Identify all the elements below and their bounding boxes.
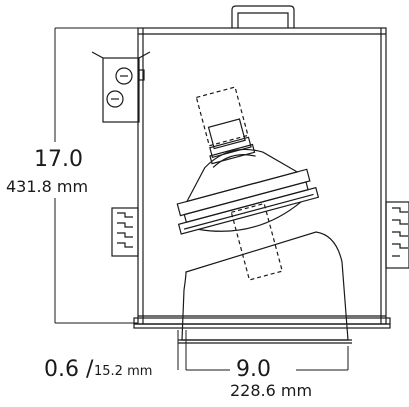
left-mounting-bracket [111,207,139,257]
trim-cone [178,231,352,344]
flange-mm-label: 15.2 mm [94,364,152,379]
height-inches-label: 17.0 [34,147,83,172]
height-mm-label: 431.8 mm [6,177,88,196]
top-handle [231,5,295,28]
right-mounting-bracket [385,201,409,269]
junction-box [91,51,151,123]
dimension-lines [54,27,349,371]
aperture-mm-label: 228.6 mm [230,381,312,400]
aperture-inches-label: 9.0 [236,357,271,382]
housing [133,27,391,329]
lamp-assembly [176,86,320,281]
flange-inches-label: 0.6 / [44,357,94,382]
